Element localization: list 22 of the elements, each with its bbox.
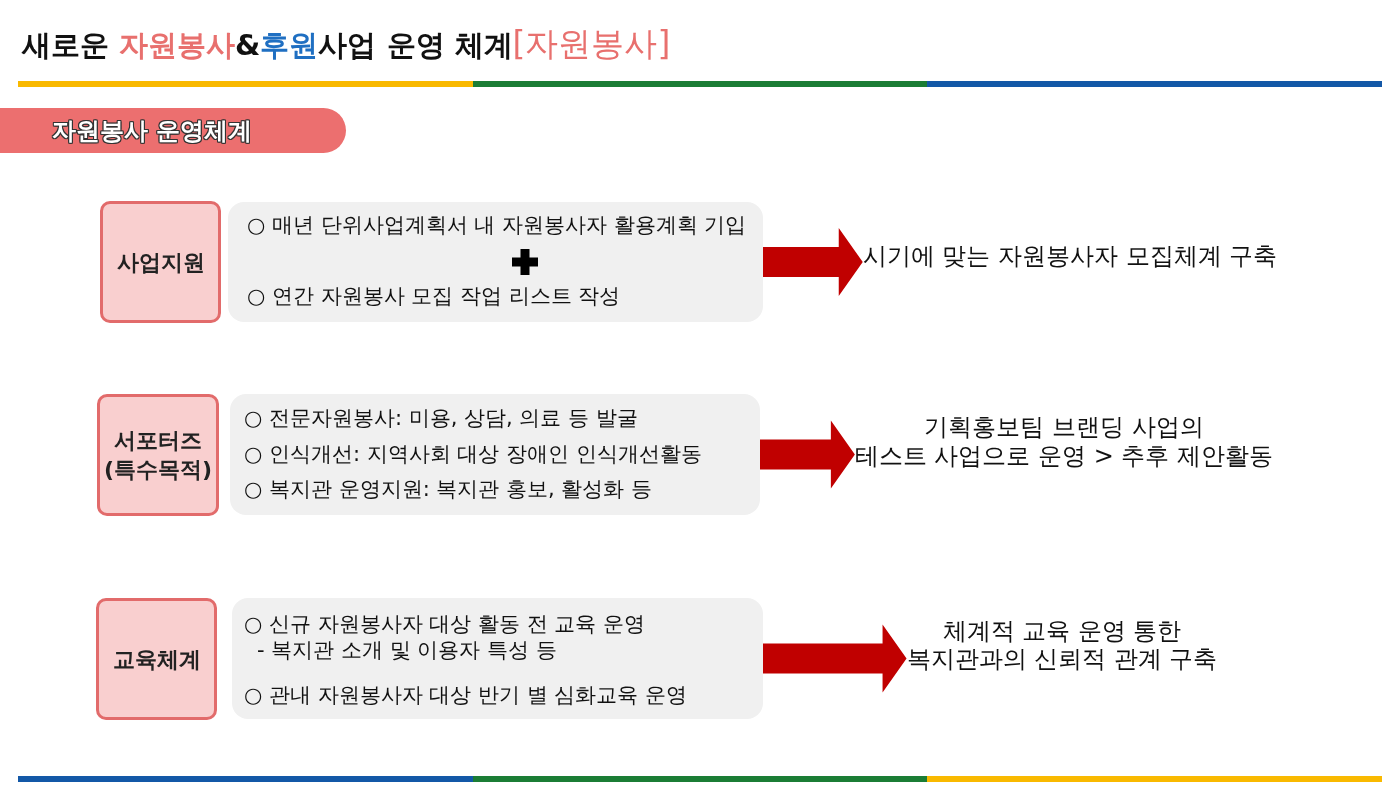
block-arrow (763, 228, 863, 296)
category-box: 사업지원 (100, 201, 221, 323)
bullet-text: ○ 연간 자원봉사 모집 작업 리스트 작성 (247, 283, 621, 309)
category-box: 서포터즈 (특수목적) (97, 394, 219, 516)
result-text: 기획홍보팀 브랜딩 사업의 테스트 사업으로 운영 > 추후 제안활동 (854, 413, 1274, 471)
bullet-text: ○ 인식개선: 지역사회 대상 장애인 인식개선활동 (244, 441, 702, 467)
block-arrow (763, 624, 907, 693)
slide-title: 새로운 자원봉사&후원사업 운영 체계[자원봉사] (22, 24, 671, 65)
section-banner: 자원봉사 운영체계 (0, 108, 346, 153)
category-box: 교육체계 (96, 598, 217, 720)
result-text: 시기에 맞는 자원봉사자 모집체계 구축 (862, 241, 1278, 271)
content-box (228, 202, 763, 322)
content-box (232, 598, 763, 719)
bullet-text: ○ 매년 단위사업계획서 내 자원봉사자 활용계획 기입 (247, 212, 747, 238)
content-box (230, 394, 760, 515)
bullet-text: - 복지관 소개 및 이용자 특성 등 (257, 637, 557, 663)
bullet-text: ○ 관내 자원봉사자 대상 반기 별 심화교육 운영 (244, 682, 688, 708)
result-text: 체계적 교육 운영 통한 복지관과의 신뢰적 관계 구축 (906, 617, 1218, 673)
bullet-text: ○ 신규 자원봉사자 대상 활동 전 교육 운영 (244, 611, 646, 637)
bullet-text: ○ 전문자원봉사: 미용, 상담, 의료 등 발굴 (244, 405, 638, 431)
bullet-text: ○ 복지관 운영지원: 복지관 홍보, 활성화 등 (244, 476, 653, 502)
block-arrow (760, 420, 855, 489)
